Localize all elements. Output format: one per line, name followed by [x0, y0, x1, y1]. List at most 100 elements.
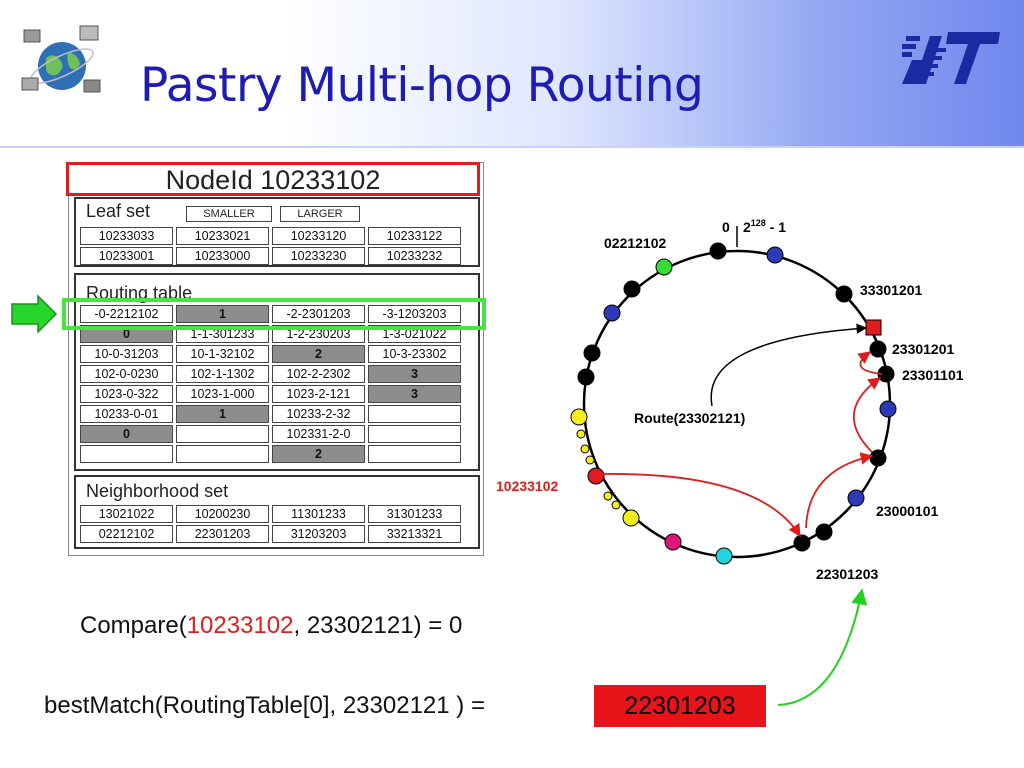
node-dot	[815, 523, 833, 541]
compare-formula: Compare(10233102, 23302121) = 0	[80, 612, 462, 640]
label-22301203: 22301203	[816, 566, 879, 582]
leaf-set-cell: 10233021	[176, 227, 269, 245]
routing-table-cell: -2-2301203	[272, 305, 365, 323]
leaf-set-cell: 10233230	[272, 247, 365, 265]
best-match-result: 22301203	[594, 685, 766, 727]
routing-table-row: 2	[80, 445, 461, 463]
neighborhood-set-cell: 02212102	[80, 525, 173, 543]
leaf-set-cell: 10233120	[272, 227, 365, 245]
destination-key-marker	[865, 319, 882, 336]
leaf-set-cell: 10233000	[176, 247, 269, 265]
node-23301201-dot	[869, 340, 887, 358]
compare-prefix: Compare(	[80, 612, 187, 639]
routing-table-cell	[368, 445, 461, 463]
node-dot	[570, 408, 588, 426]
node-33301201-dot	[835, 285, 853, 303]
node-dot	[577, 368, 595, 386]
node-22301203-dot	[793, 534, 811, 552]
routing-table-cell: -3-1203203	[368, 305, 461, 323]
leaf-set-cell: 10233232	[368, 247, 461, 265]
neighborhood-set-cell: 13021022	[80, 505, 173, 523]
routing-table-cell: 10-0-31203	[80, 345, 173, 363]
routing-table-cell: 1	[176, 405, 269, 423]
neighborhood-set-cell: 10200230	[176, 505, 269, 523]
node-dot	[869, 449, 887, 467]
hop-arrow-4	[857, 351, 883, 375]
node-dot	[709, 242, 727, 260]
routing-row-highlight	[62, 298, 486, 330]
network-globe-icon	[21, 25, 101, 93]
routing-table-cell: 2	[272, 445, 365, 463]
routing-table-cell: 1023-1-000	[176, 385, 269, 403]
routing-table-cell: 10233-0-01	[80, 405, 173, 423]
routing-table-cell: 1	[176, 305, 269, 323]
neighborhood-set-cell: 22301203	[176, 525, 269, 543]
routing-table-cell: 1-1-301233	[176, 325, 269, 343]
node-dot	[766, 246, 784, 264]
routing-table-cell: -0-2212102	[80, 305, 173, 323]
label-23301101: 23301101	[902, 367, 964, 383]
label-10233102: 10233102	[496, 478, 559, 494]
routing-table-cell: 0	[80, 425, 173, 443]
routing-table-cell: 1-3-021022	[368, 325, 461, 343]
routing-table-cell: 1023-0-322	[80, 385, 173, 403]
hop-arrow-1	[602, 473, 801, 538]
pointer-arrow-icon	[11, 294, 58, 334]
node-dot	[664, 533, 682, 551]
label-33301201: 33301201	[860, 282, 923, 298]
routing-table-cell: 1023-2-121	[272, 385, 365, 403]
node-dot	[585, 455, 595, 465]
neighborhood-set-cell: 33213321	[368, 525, 461, 543]
routing-table-cell: 3	[368, 365, 461, 383]
routing-table-cell: 102-0-0230	[80, 365, 173, 383]
node-10233102-dot	[587, 467, 605, 485]
label-23000101: 23000101	[876, 503, 939, 519]
smaller-tag: SMALLER	[186, 206, 272, 222]
hop-arrow-2	[805, 452, 874, 529]
label-23301201: 23301201	[892, 341, 955, 357]
node-dot	[623, 280, 641, 298]
compare-suffix: , 23302121) = 0	[293, 612, 463, 639]
neighborhood-set-cell: 11301233	[272, 505, 365, 523]
routing-table-cell: 102-2-2302	[272, 365, 365, 383]
best-match-formula: bestMatch(RoutingTable[0], 23302121 ) =	[44, 692, 485, 719]
iit-logo-icon	[902, 32, 1000, 84]
node-id-box: NodeId 10233102	[66, 162, 480, 196]
routing-table-cell: 3	[368, 385, 461, 403]
compare-source-id: 10233102	[186, 612, 294, 639]
hop-arrow-3	[852, 377, 882, 453]
routing-table-cell	[176, 445, 269, 463]
larger-tag: LARGER	[280, 206, 360, 222]
routing-table-cell	[368, 405, 461, 423]
routing-table-cell: 1-2-230203	[272, 325, 365, 343]
label-route: Route(23302121)	[634, 410, 745, 426]
ring-zero-label: 0	[722, 219, 730, 235]
node-dot	[603, 304, 621, 322]
routing-table-cell: 10-3-23302	[368, 345, 461, 363]
route-callout-arrow	[710, 323, 868, 407]
routing-table-cell: 10233-2-32	[272, 405, 365, 423]
node-dot	[576, 429, 586, 439]
ring-nodes	[570, 242, 897, 565]
node-dot	[580, 444, 590, 454]
label-02212102: 02212102	[604, 235, 667, 251]
routing-table-cell	[176, 425, 269, 443]
routing-table-cell	[80, 445, 173, 463]
header-background	[0, 0, 1024, 148]
node-23000101-dot	[847, 489, 865, 507]
leaf-set-label: Leaf set	[86, 201, 151, 221]
neighborhood-set-cell: 31203203	[272, 525, 365, 543]
